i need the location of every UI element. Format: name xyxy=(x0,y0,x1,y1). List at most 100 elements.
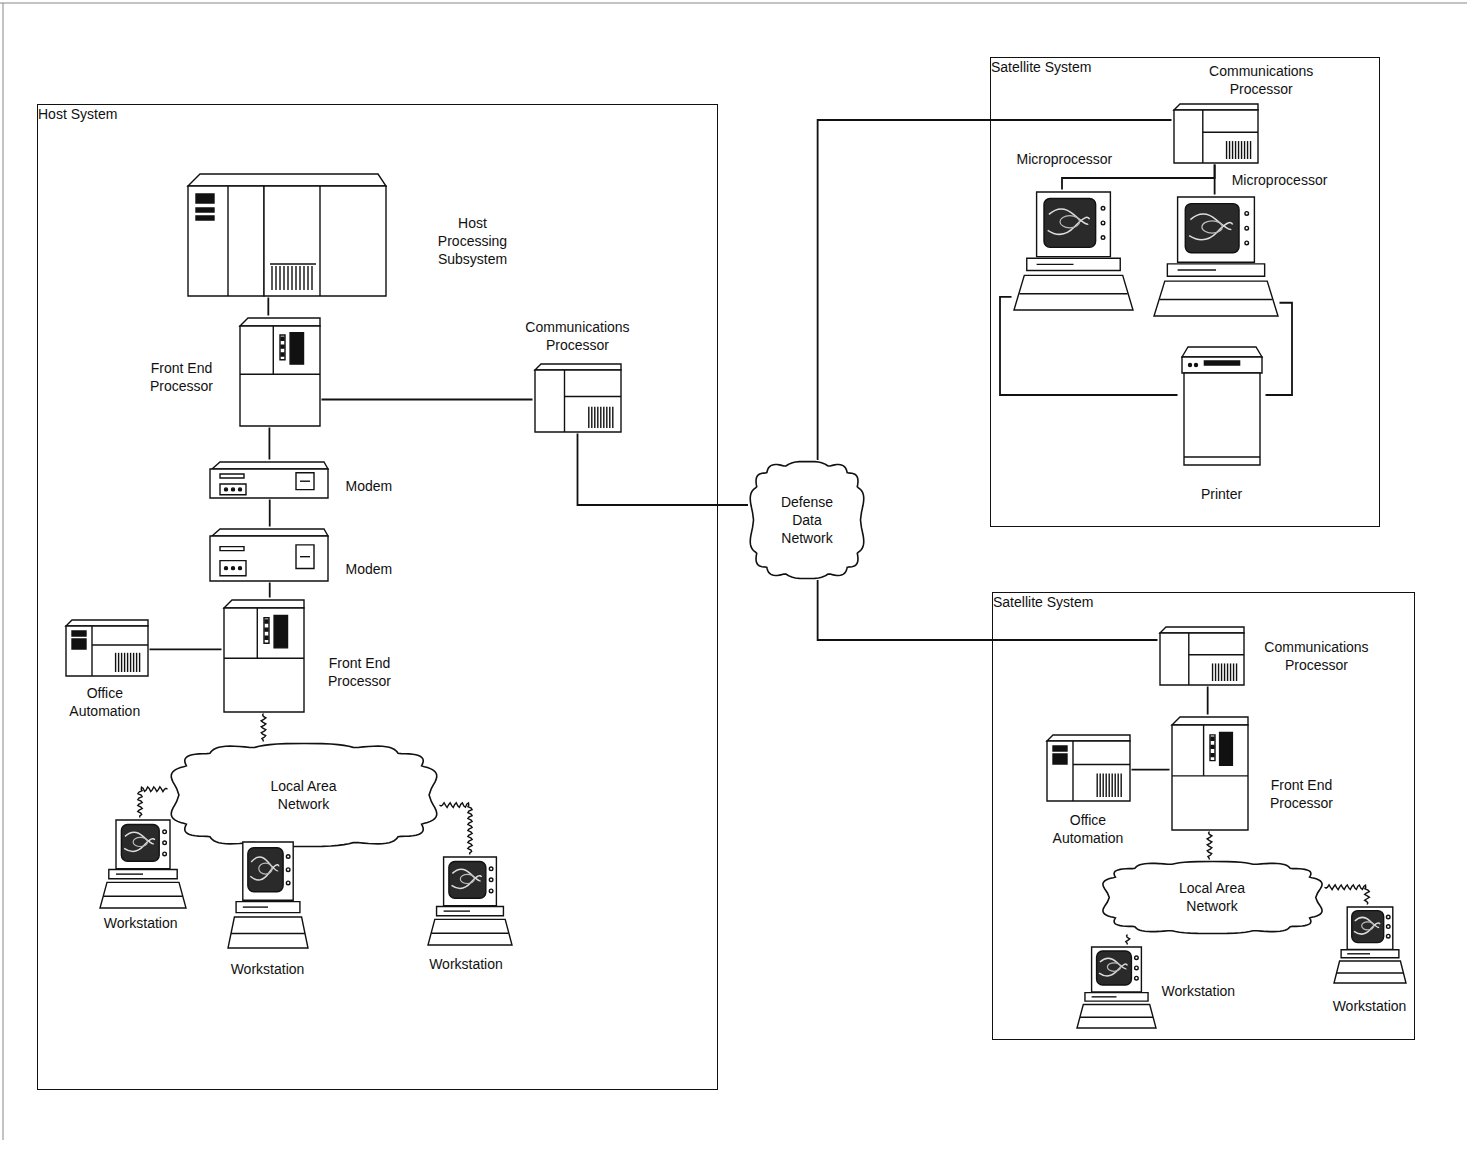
frame-line xyxy=(0,3,1467,4)
connector-line xyxy=(261,714,266,742)
ws-icon xyxy=(1012,190,1135,312)
label-box: Workstation xyxy=(213,960,323,978)
fep-icon xyxy=(1170,715,1250,832)
modem: Modem xyxy=(208,527,330,583)
label-box: Office Automation xyxy=(1038,811,1138,847)
host-system-region: Host Processing SubsystemFront End Proce… xyxy=(37,104,718,1090)
ws-icon xyxy=(98,818,188,910)
region-title: Satellite System xyxy=(991,58,1191,76)
connector-line xyxy=(1126,935,1130,945)
workstation: Workstation xyxy=(98,818,188,910)
modem-icon xyxy=(208,527,330,583)
cloud-outline xyxy=(168,742,440,848)
device-label: Local Area Network xyxy=(1157,879,1267,915)
modem: Modem xyxy=(208,460,330,500)
connector-line xyxy=(1214,165,1216,195)
communications-processor: Communications Processor xyxy=(1158,625,1246,687)
label-box: Communications Processor xyxy=(1186,62,1336,98)
device-label: Front End Processor xyxy=(140,359,224,395)
network-cloud: Local Area Network xyxy=(168,742,440,848)
label-box: Host Processing Subsystem xyxy=(428,214,518,268)
communications-processor: Communications Processor xyxy=(1172,102,1260,165)
device-label: Communications Processor xyxy=(1252,638,1382,674)
ws-icon xyxy=(226,840,310,950)
workstation: Workstation xyxy=(1075,945,1158,1030)
connector-line xyxy=(267,298,269,316)
office-automation-unit: Office Automation xyxy=(1045,733,1132,803)
satellite-region: Communications ProcessorOffice Automatio… xyxy=(992,592,1415,1040)
label-box: Local Area Network xyxy=(1157,879,1267,915)
connector-line xyxy=(1132,769,1170,771)
label-box: Communications Processor xyxy=(508,318,648,354)
connector-line xyxy=(440,803,473,855)
label-box: Front End Processor xyxy=(140,359,224,395)
device-label: Microprocessor xyxy=(1004,150,1124,168)
mainframe-computer: Host Processing Subsystem xyxy=(186,172,388,298)
label-box: Front End Processor xyxy=(318,654,402,690)
label-box: Workstation xyxy=(86,914,196,932)
label-box: Satellite System xyxy=(991,58,1191,76)
workstation: Workstation xyxy=(1332,905,1408,985)
mainframe-icon xyxy=(186,172,388,298)
cloud-shape xyxy=(750,462,863,579)
printer: Printer xyxy=(1178,345,1266,467)
device-label: Workstation xyxy=(1162,982,1262,1000)
connector-line xyxy=(1062,165,1215,190)
device-label: Printer xyxy=(1172,485,1272,503)
label-box: Local Area Network xyxy=(249,777,359,813)
page-frame xyxy=(0,3,1467,1140)
fep-icon xyxy=(238,316,322,428)
cp-icon xyxy=(1158,625,1246,687)
microcomputer: Microprocessor xyxy=(1152,195,1280,318)
device-label: Defense Data Network xyxy=(767,493,847,547)
cp-icon xyxy=(1172,102,1260,165)
device-label: Workstation xyxy=(411,955,521,973)
connector-line xyxy=(138,787,168,818)
office-automation-unit: Office Automation xyxy=(64,618,150,678)
device-label: Front End Processor xyxy=(1262,776,1342,812)
cloud-shape xyxy=(171,743,436,846)
satellite-region: Communications ProcessorMicroprocessorMi… xyxy=(990,57,1380,527)
connector-line xyxy=(322,399,533,401)
printer-icon xyxy=(1178,345,1266,467)
modem-icon xyxy=(208,460,330,500)
cp-icon xyxy=(533,362,623,434)
label-box: Modem xyxy=(346,477,406,495)
device-label: Office Automation xyxy=(55,684,155,720)
label-box: Front End Processor xyxy=(1262,776,1342,812)
label-box: Printer xyxy=(1172,485,1272,503)
label-box: Workstation xyxy=(1320,997,1420,1015)
connector-line xyxy=(269,500,271,527)
device-label: Front End Processor xyxy=(318,654,402,690)
region-title: Satellite System xyxy=(993,593,1193,611)
network-cloud: Local Area Network xyxy=(1100,860,1325,935)
label-box: Communications Processor xyxy=(1252,638,1382,674)
connector-group xyxy=(138,120,1370,945)
microcomputer: Microprocessor xyxy=(1012,190,1135,312)
ws-icon xyxy=(1075,945,1158,1030)
device-label: Workstation xyxy=(1320,997,1420,1015)
connector-line xyxy=(818,580,1158,640)
front-end-processor: Front End Processor xyxy=(238,316,322,428)
connector-line xyxy=(1000,297,1178,395)
connector-line xyxy=(269,583,271,598)
device-label: Workstation xyxy=(213,960,323,978)
cloud-outline xyxy=(1100,860,1325,935)
device-label: Microprocessor xyxy=(1225,171,1335,189)
device-label: Host Processing Subsystem xyxy=(428,214,518,268)
device-label: Communications Processor xyxy=(1186,62,1336,98)
frame-line xyxy=(3,3,4,1140)
connector-line xyxy=(150,648,222,650)
device-label: Communications Processor xyxy=(508,318,648,354)
label-box: Microprocessor xyxy=(1225,171,1335,189)
fep-icon xyxy=(222,598,306,714)
label-box: Modem xyxy=(346,560,406,578)
connector-line xyxy=(1207,832,1212,860)
ws-icon xyxy=(1332,905,1408,985)
label-box: Office Automation xyxy=(55,684,155,720)
label-box: Host System xyxy=(38,105,238,123)
label-box: Workstation xyxy=(1162,982,1262,1000)
workstation: Workstation xyxy=(426,855,514,947)
network-cloud: Defense Data Network xyxy=(748,460,866,580)
ws-icon xyxy=(426,855,514,947)
